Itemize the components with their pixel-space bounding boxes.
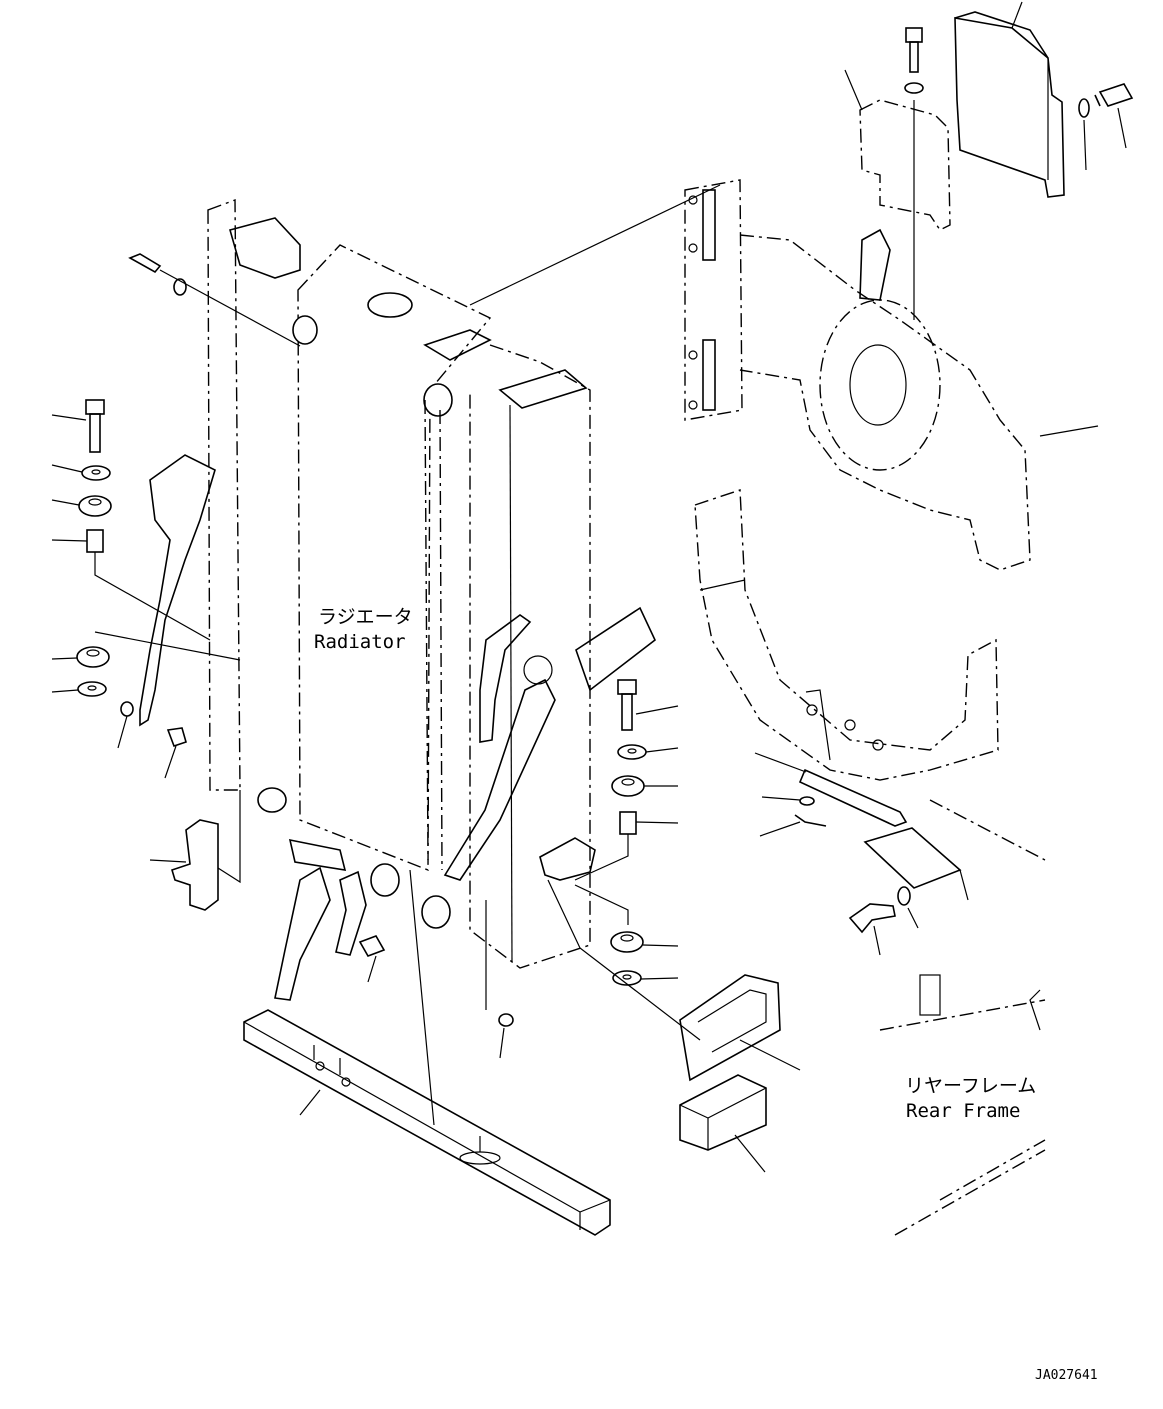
bolt-icon xyxy=(51,399,105,453)
rubber-bushing-icon xyxy=(51,631,241,668)
rear-frame-label-en: Rear Frame xyxy=(906,1100,1020,1122)
washer-icon xyxy=(761,796,815,806)
washer-icon xyxy=(897,886,919,929)
washer-icon xyxy=(51,464,111,481)
rubber-block-icon xyxy=(679,974,801,1082)
rear-frame-outline xyxy=(879,799,1046,1236)
bracket-icon xyxy=(844,69,951,320)
rear-frame-label-jp: リヤーフレーム xyxy=(905,1075,1036,1097)
guard-cover-icon xyxy=(954,1,1065,198)
hose-icon xyxy=(443,614,556,881)
bolt-icon xyxy=(128,253,301,347)
washer-icon xyxy=(612,970,679,986)
rubber-bushing-icon xyxy=(574,884,679,953)
fan-shroud-icon xyxy=(739,228,1099,571)
collar-icon xyxy=(759,814,827,837)
bolt-icon xyxy=(1094,83,1134,149)
washer-icon xyxy=(485,900,514,1059)
washer-icon xyxy=(117,701,134,749)
hose-icon xyxy=(139,454,216,727)
collar-icon xyxy=(51,529,211,641)
rubber-bushing-icon xyxy=(51,495,112,517)
radiator-core-icon xyxy=(207,198,701,1041)
radiator-label-jp: ラジエータ xyxy=(318,606,413,628)
bracket-icon xyxy=(469,179,743,421)
bolt-icon xyxy=(848,903,896,956)
support-rail-icon xyxy=(243,869,611,1236)
bolt-icon xyxy=(358,935,386,983)
bolt-icon xyxy=(617,679,679,731)
bolt-icon xyxy=(904,27,924,94)
collar-icon xyxy=(574,811,679,881)
washer-icon xyxy=(51,681,107,697)
washer-icon xyxy=(1078,98,1090,171)
washer-icon xyxy=(617,744,679,760)
drawing-id: JA027641 xyxy=(1035,1368,1098,1383)
plate-icon xyxy=(754,752,969,901)
radiator-label-en: Radiator xyxy=(314,631,406,653)
hose-icon xyxy=(274,866,367,1001)
bolt-icon xyxy=(164,727,187,779)
rubber-block-icon xyxy=(679,1074,767,1173)
rubber-bushing-icon xyxy=(611,775,678,797)
bracket-icon xyxy=(149,790,241,911)
fan-shroud-icon xyxy=(694,489,999,781)
